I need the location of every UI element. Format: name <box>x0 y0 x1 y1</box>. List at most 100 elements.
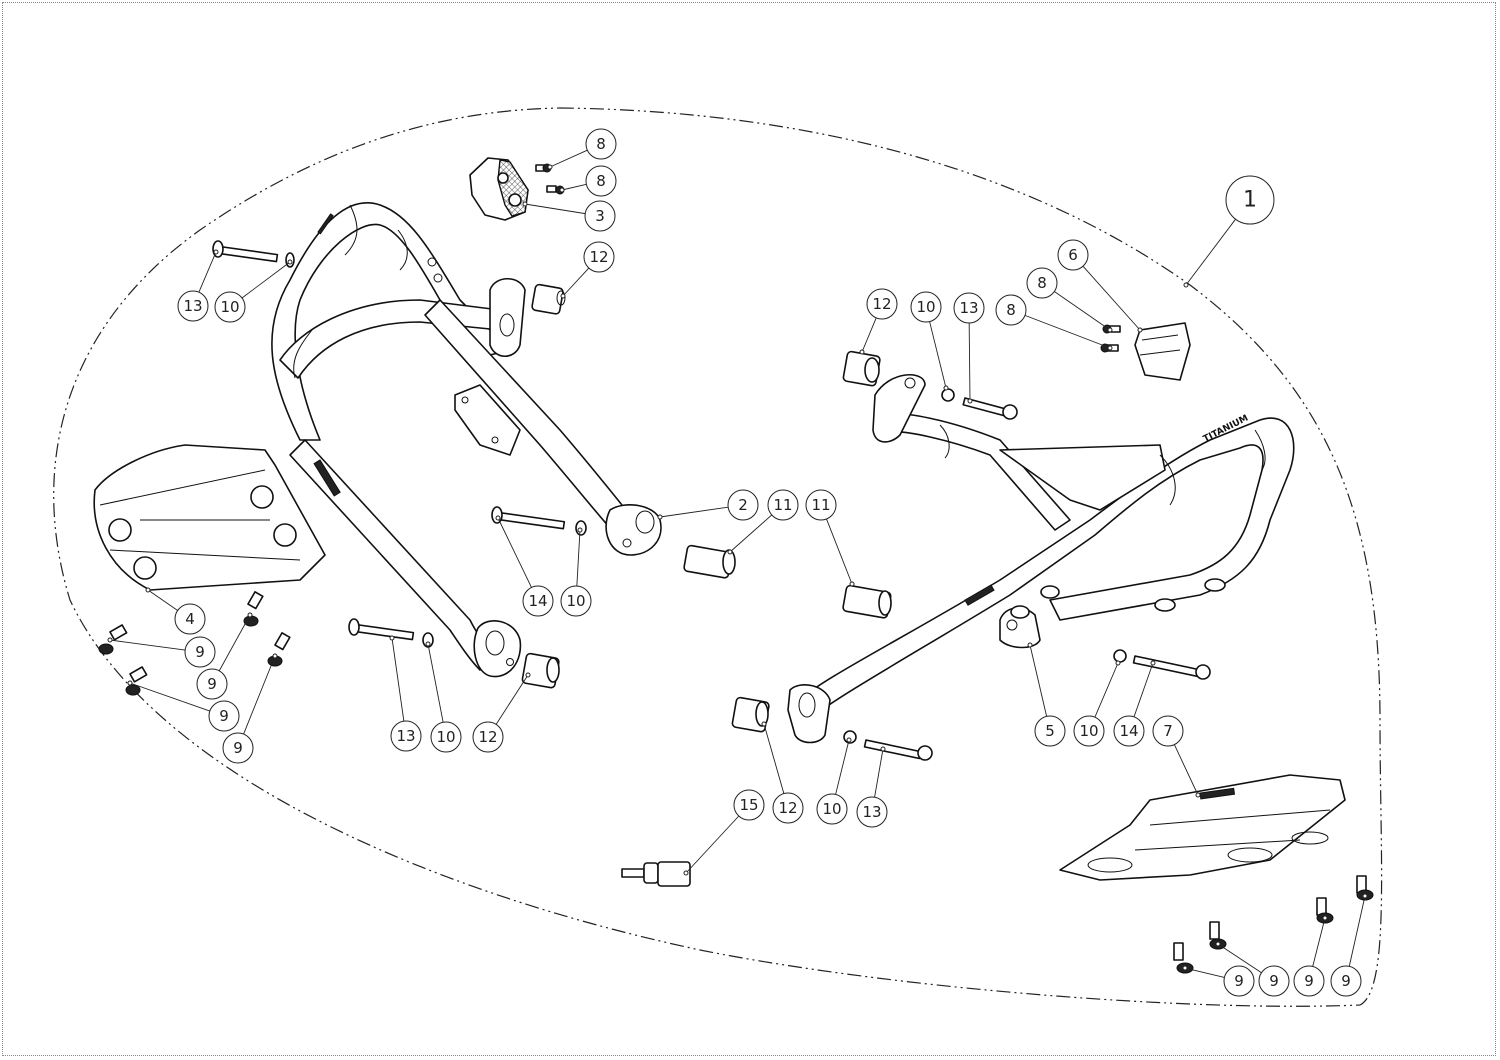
callout-number: 13 <box>959 299 978 317</box>
callout-bubble <box>208 700 240 732</box>
leader-dot <box>287 259 293 265</box>
leader-line <box>1173 744 1199 796</box>
leader-line <box>1094 662 1119 718</box>
callout-number: 9 <box>1304 972 1314 990</box>
callout-bubble <box>390 720 422 752</box>
leader-line <box>1312 917 1326 967</box>
leader-dot <box>577 527 583 533</box>
callout-number: 12 <box>589 248 608 266</box>
callout-number: 9 <box>233 739 243 757</box>
kit-boundary <box>53 107 1383 1007</box>
leader-line <box>861 317 877 353</box>
leader-dot <box>272 653 278 659</box>
callout-8: 8 <box>1026 267 1113 333</box>
callout-6: 6 <box>1057 239 1143 333</box>
callout-9: 9 <box>222 653 278 764</box>
leader-line <box>109 639 186 651</box>
left-skid-plate <box>93 444 326 591</box>
leader-dot <box>547 164 553 170</box>
callout-10: 10 <box>425 641 462 753</box>
callout-11: 11 <box>805 489 855 587</box>
leader-dot <box>1150 660 1156 666</box>
callout-number: 5 <box>1045 722 1055 740</box>
leader-line <box>427 643 444 723</box>
spacer-12-left-lower <box>521 652 560 689</box>
callout-bubble <box>585 128 617 160</box>
callout-number: 3 <box>595 207 605 225</box>
leader-dot <box>525 672 531 678</box>
callout-13: 13 <box>856 746 888 828</box>
leader-line <box>241 261 291 299</box>
callout-number: 11 <box>773 496 792 514</box>
leader-line <box>1185 218 1236 286</box>
callout-9: 9 <box>1293 915 1328 997</box>
callout-number: 9 <box>219 707 229 725</box>
leader-dot <box>127 680 133 686</box>
spacer-11-right <box>842 584 892 619</box>
bolt-13-right-lower <box>863 739 933 761</box>
leader-dot <box>1215 941 1221 947</box>
leader-dot <box>107 637 113 643</box>
callout-number: 11 <box>811 496 830 514</box>
callout-bubble <box>727 489 759 521</box>
callout-10: 10 <box>1073 660 1121 747</box>
right-skid-plate <box>1059 774 1346 881</box>
callout-9: 9 <box>1182 965 1255 997</box>
callout-10: 10 <box>214 259 293 323</box>
leader-line <box>147 589 178 611</box>
callout-12: 12 <box>761 721 804 824</box>
callout-13: 13 <box>177 249 219 322</box>
callout-number: 10 <box>436 728 455 746</box>
callout-number: 12 <box>872 295 891 313</box>
callout-number: 8 <box>596 135 606 153</box>
callout-number: 1 <box>1243 188 1257 213</box>
leader-line <box>1348 895 1366 967</box>
callout-bubble <box>585 165 617 197</box>
leader-line <box>198 251 217 293</box>
callout-number: 2 <box>738 496 748 514</box>
leader-line <box>129 682 210 712</box>
callout-number: 15 <box>739 796 758 814</box>
leader-dot <box>1115 660 1121 666</box>
callout-number: 6 <box>1068 246 1078 264</box>
bolt-14-left <box>491 506 566 530</box>
leader-line <box>561 183 587 191</box>
leader-dot <box>1107 345 1113 351</box>
leader-dot <box>145 587 151 593</box>
callout-bubble <box>583 241 615 273</box>
callout-number: 8 <box>596 172 606 190</box>
leader-dot <box>1107 327 1113 333</box>
callout-bubble <box>174 603 206 635</box>
callout-14: 14 <box>1113 660 1156 747</box>
callout-13: 13 <box>389 635 422 752</box>
callout-bubble <box>1258 965 1290 997</box>
callout-number: 9 <box>1341 972 1351 990</box>
leader-dot <box>495 515 501 521</box>
leader-dot <box>425 641 431 647</box>
callout-bubble <box>995 294 1027 326</box>
leader-line <box>549 149 588 168</box>
callout-bubble <box>1330 965 1362 997</box>
callout-number: 13 <box>396 727 415 745</box>
callout-12: 12 <box>859 288 898 355</box>
callout-number: 12 <box>478 728 497 746</box>
callout-bubble <box>953 292 985 324</box>
callout-11: 11 <box>727 489 799 555</box>
callout-number: 9 <box>195 643 205 661</box>
callout-9: 9 <box>127 680 240 732</box>
callout-1: 1 <box>1183 175 1275 288</box>
leader-line <box>1024 314 1111 349</box>
leader-dot <box>1183 282 1189 288</box>
callout-number: 13 <box>183 297 202 315</box>
leader-line <box>391 637 405 722</box>
leader-line <box>968 322 971 402</box>
callout-8: 8 <box>995 294 1113 351</box>
leader-dot <box>849 581 855 587</box>
callout-9: 9 <box>107 636 216 668</box>
leader-dot <box>859 349 865 355</box>
leader-line <box>1217 943 1262 974</box>
callout-bubble <box>772 792 804 824</box>
leader-line <box>1082 265 1141 331</box>
leader-dot <box>727 549 733 555</box>
leader-line <box>685 815 740 874</box>
